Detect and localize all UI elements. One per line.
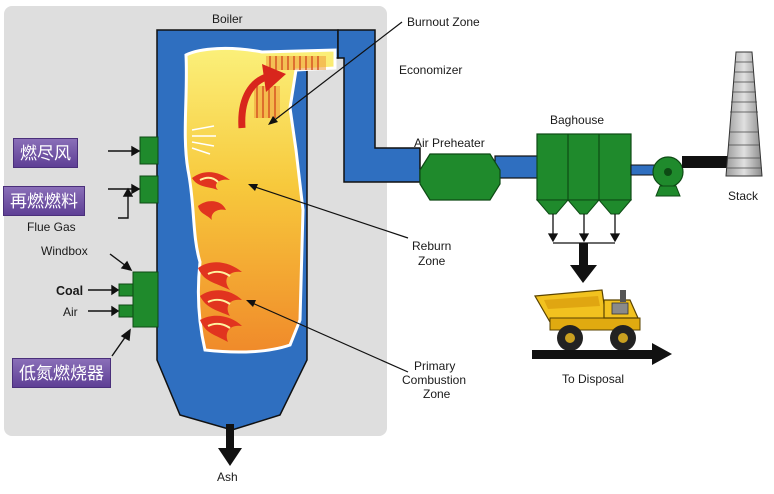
- tag-low-nox-burner: 低氮燃烧器: [12, 358, 111, 388]
- reburn-fuel-port: [139, 175, 159, 204]
- tag-reburn-fuel: 再燃燃料: [3, 186, 85, 216]
- air-preheater: [419, 153, 501, 201]
- reburn-zone-leader: [251, 185, 409, 239]
- burnout-zone-label: Burnout Zone: [407, 15, 480, 29]
- primary-flames: [198, 262, 242, 342]
- stack-label: Stack: [728, 189, 759, 203]
- flue-gas-label: Flue Gas: [27, 220, 76, 234]
- burnout-zone-leader-head: [268, 116, 278, 125]
- flue-duct-to-baghouse: [494, 155, 541, 179]
- to-disposal-label: To Disposal: [562, 372, 624, 386]
- windbox-label: Windbox: [41, 244, 88, 258]
- stack-chimney: [725, 51, 763, 177]
- primary-zone-label-1: Primary: [414, 359, 455, 373]
- coal-nozzle: [118, 283, 134, 297]
- ash-label: Ash: [217, 470, 238, 484]
- primary-zone-leader-head: [246, 300, 256, 307]
- reburn-zone-leader-head: [248, 184, 258, 191]
- baghouse-discharge: [547, 214, 621, 244]
- air-preheater-label: Air Preheater: [414, 136, 485, 150]
- overfire-air-streaks: [191, 125, 216, 155]
- boiler-label: Boiler: [212, 12, 243, 26]
- air-label: Air: [63, 305, 78, 319]
- duct-to-fan: [630, 164, 656, 176]
- primary-zone-label-3: Zone: [423, 387, 451, 401]
- burnout-zone-leader: [271, 21, 403, 123]
- coal-label: Coal: [56, 284, 83, 298]
- left-arrows: [88, 145, 141, 357]
- tag-overfire-air: 燃尽风: [13, 138, 78, 168]
- to-disposal-arrow: [532, 343, 672, 365]
- reburn-flames: [192, 172, 230, 220]
- dump-truck: [534, 289, 641, 351]
- reburn-zone-label-2: Zone: [418, 254, 446, 268]
- air-nozzle: [118, 304, 134, 318]
- reburn-zone-label-1: Reburn: [412, 239, 451, 253]
- disposal-down-arrow: [570, 243, 597, 283]
- windbox: [132, 271, 159, 328]
- economizer-label: Economizer: [399, 63, 462, 77]
- baghouse-label: Baghouse: [550, 113, 604, 127]
- primary-zone-leader: [249, 301, 409, 373]
- baghouse: [535, 133, 633, 215]
- boiler: [156, 29, 541, 431]
- overfire-air-port: [139, 136, 159, 165]
- burnout-flow-arrowhead: [262, 64, 286, 92]
- primary-zone-label-2: Combustion: [402, 373, 466, 387]
- induced-draft-fan: [652, 156, 684, 197]
- ash-arrow: [218, 424, 242, 466]
